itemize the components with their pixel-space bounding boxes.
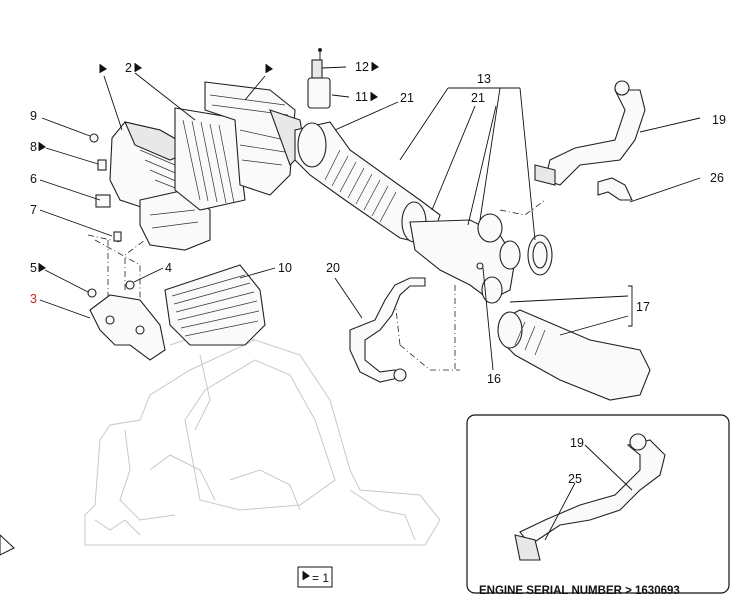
callout-21a: 21 xyxy=(400,91,414,105)
airflow-sensor xyxy=(307,48,331,109)
callout-1b xyxy=(265,63,274,74)
hose-17 xyxy=(497,309,651,401)
svg-text:8: 8 xyxy=(30,140,37,154)
hose-20 xyxy=(349,277,426,383)
tool-flag-icon xyxy=(371,61,380,72)
svg-text:5: 5 xyxy=(30,261,37,275)
fasteners xyxy=(89,133,484,270)
callout-20: 20 xyxy=(326,261,340,275)
callout-3: 3 xyxy=(30,292,37,306)
callout-13: 13 xyxy=(477,72,491,86)
legend: = 1 xyxy=(297,566,333,588)
clip-26 xyxy=(597,177,633,201)
callout-26: 26 xyxy=(710,171,724,185)
duct-junction xyxy=(409,213,553,304)
tool-flag-icon xyxy=(134,62,143,73)
tool-flag-icon xyxy=(38,262,47,273)
svg-text:11: 11 xyxy=(355,90,368,104)
tool-flag-icon xyxy=(99,63,108,74)
callout-17: 17 xyxy=(636,300,650,314)
assembly-lines xyxy=(87,199,546,371)
legend-text: = 1 xyxy=(312,571,329,585)
air-filter-element xyxy=(174,107,246,211)
inset-caption: ENGINE SERIAL NUMBER > 1630693 xyxy=(479,585,680,596)
callout-labels: 2 12 11 21 13 21 19 9 8 6 7 26 5 4 3 xyxy=(30,60,726,486)
page-edge-marker xyxy=(0,534,15,556)
callout-6: 6 xyxy=(30,172,37,186)
tool-flag-icon xyxy=(370,91,379,102)
callout-19a: 19 xyxy=(712,113,726,127)
svg-text:2: 2 xyxy=(125,61,132,75)
svg-text:12: 12 xyxy=(355,60,369,74)
inset-panel: ENGINE SERIAL NUMBER > 1630693 xyxy=(466,414,730,596)
callout-1a xyxy=(99,63,108,74)
callout-7: 7 xyxy=(30,203,37,217)
callout-10: 10 xyxy=(278,261,292,275)
callout-21b: 21 xyxy=(471,91,485,105)
engine-bay-ghost xyxy=(84,329,441,546)
intake-scoop xyxy=(164,264,266,346)
callout-16: 16 xyxy=(487,372,501,386)
callout-25: 25 xyxy=(568,472,582,486)
intake-duct xyxy=(294,121,441,246)
callout-12: 12 xyxy=(355,60,380,74)
bracket-3 xyxy=(87,280,166,361)
tool-flag-icon xyxy=(38,141,47,152)
hose-19 xyxy=(534,80,646,186)
callout-19b: 19 xyxy=(570,436,584,450)
callout-11: 11 xyxy=(355,90,379,104)
leader-lines xyxy=(39,66,701,541)
tool-flag-icon xyxy=(265,63,274,74)
air-filter-box-lower xyxy=(95,121,211,251)
callout-2: 2 xyxy=(125,61,143,75)
callout-5: 5 xyxy=(30,261,47,275)
callout-4: 4 xyxy=(165,261,172,275)
callout-9: 9 xyxy=(30,109,37,123)
callout-8: 8 xyxy=(30,140,47,154)
